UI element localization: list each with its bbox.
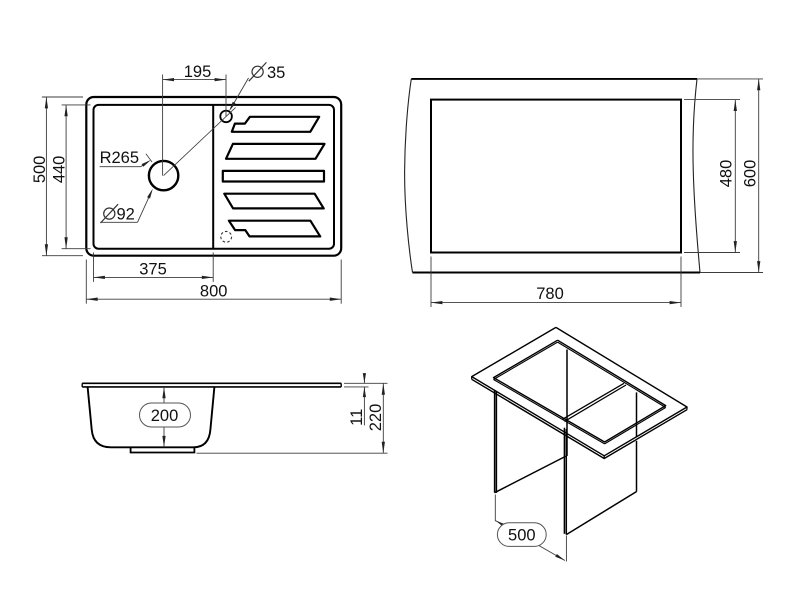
svg-text:480: 480 [718,160,736,188]
svg-text:11: 11 [348,409,366,426]
svg-text:220: 220 [367,404,385,432]
svg-text:800: 800 [200,282,228,300]
svg-text:R265: R265 [100,149,139,167]
svg-text:195: 195 [184,63,212,81]
svg-text:500: 500 [31,156,49,184]
svg-text:200: 200 [151,407,179,425]
svg-text:375: 375 [139,260,167,278]
svg-text:780: 780 [536,285,564,303]
svg-text:35: 35 [267,64,285,82]
svg-text:500: 500 [508,527,536,545]
svg-text:600: 600 [741,160,759,188]
svg-text:440: 440 [51,156,69,184]
svg-text:92: 92 [117,206,135,224]
